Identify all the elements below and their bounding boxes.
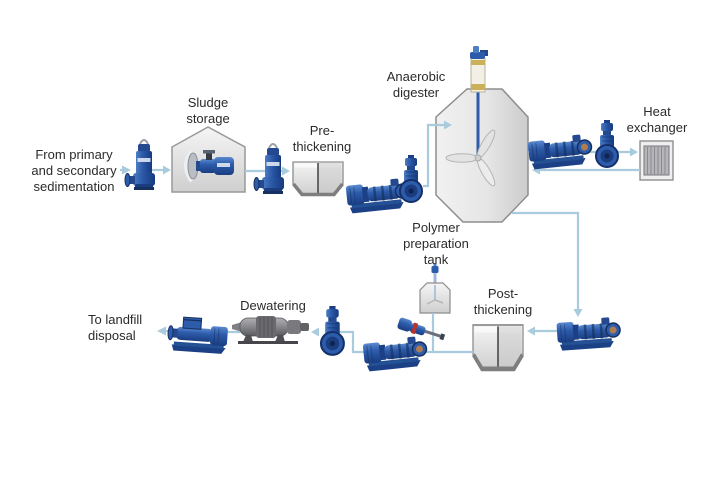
- pre-thickener-tank: [291, 160, 345, 197]
- post-thickener-tank: [473, 325, 523, 370]
- label-heat-exchanger: Heat exchanger: [626, 104, 688, 135]
- label-post-thickening: Post- thickening: [473, 286, 533, 317]
- digester-agitator-icon: [445, 46, 496, 187]
- dewatering-grinder: [319, 304, 345, 356]
- label-source: From primary and secondary sedimentation: [31, 147, 117, 194]
- heat-exchanger-unit: [639, 140, 674, 181]
- label-dewatering: Dewatering: [240, 298, 306, 313]
- polymer-dosing-pump: [396, 316, 447, 344]
- digester-feed-grinder: [399, 154, 423, 203]
- cake-pump: [166, 315, 230, 355]
- feed-pump: [124, 139, 156, 191]
- label-polymer-tank: Polymer preparation tank: [403, 220, 469, 267]
- label-pre-thickening: Pre- thickening: [292, 123, 352, 154]
- dewatering-feed-pump: [361, 334, 429, 373]
- decanter-centrifuge: [231, 315, 310, 345]
- circulation-pump: [526, 132, 594, 171]
- label-sludge-storage: Sludge storage: [186, 95, 230, 126]
- anaerobic-digester-tank: [435, 46, 529, 223]
- label-anaerobic-digester: Anaerobic digester: [386, 69, 446, 100]
- label-landfill: To landfill disposal: [88, 312, 143, 343]
- polymer-preparation-tank-unit: [419, 263, 451, 314]
- digested-sludge-pump: [555, 315, 622, 352]
